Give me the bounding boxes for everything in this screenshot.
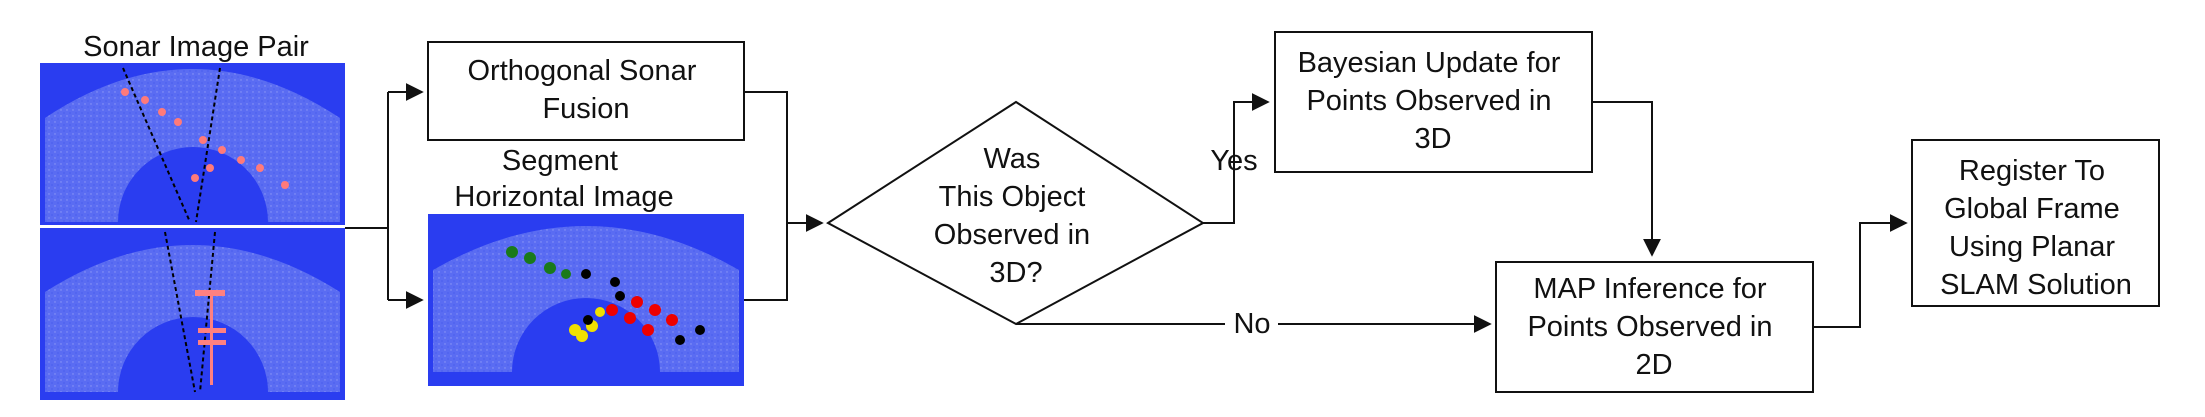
svg-text:Register To Global Frame: Register To Global Frame Using Planar SL… xyxy=(1940,155,2132,301)
register-line-2: Global Frame xyxy=(1944,193,2120,225)
decision-line-3: Observed in xyxy=(934,219,1090,251)
bayesian-box: Bayesian Update for Points Observed in 3… xyxy=(1274,31,1593,173)
svg-text:MAP Inference for Points: MAP Inference for Points Observed in 2D xyxy=(1527,273,1780,381)
yes-connector xyxy=(1203,93,1270,224)
map-to-register-connector xyxy=(1813,214,1908,328)
pair-connector xyxy=(345,83,424,309)
map-line-3: 2D xyxy=(1635,349,1672,381)
map-line-2: Points Observed in xyxy=(1527,311,1772,343)
segment-label-line-2: Horizontal Image xyxy=(454,181,673,213)
register-box: Register To Global Frame Using Planar SL… xyxy=(1911,139,2160,307)
segmented-sonar-image xyxy=(428,214,744,386)
fusion-line-2: Fusion xyxy=(542,93,629,125)
register-line-4: SLAM Solution xyxy=(1940,269,2132,301)
sonar-image-bottom xyxy=(40,228,345,400)
decision-line-2: This Object xyxy=(939,181,1086,213)
segment-label: Segment Horizontal Image xyxy=(454,145,673,213)
decision-line-4: 3D? xyxy=(989,257,1042,289)
map-line-1: MAP Inference for xyxy=(1533,273,1767,305)
yes-label: Yes xyxy=(1210,145,1257,177)
svg-text:Was This Object Ob: Was This Object Observed in 3D? xyxy=(934,143,1098,289)
decision-diamond: Was This Object Observed in 3D? xyxy=(826,100,1205,326)
sonar-image-top xyxy=(40,63,345,225)
svg-text:Orthogonal Sonar Fusion: Orthogonal Sonar Fusion xyxy=(468,55,705,125)
bayesian-to-map-connector xyxy=(1592,101,1661,257)
bayesian-line-1: Bayesian Update for xyxy=(1298,47,1561,79)
sonar-pair-label: Sonar Image Pair xyxy=(83,31,309,63)
svg-text:Bayesian Update for Poin: Bayesian Update for Points Observed in 3… xyxy=(1298,47,1569,155)
fusion-line-1: Orthogonal Sonar xyxy=(468,55,697,87)
bayesian-line-2: Points Observed in xyxy=(1306,85,1551,117)
no-label: No xyxy=(1233,308,1270,340)
decision-line-1: Was xyxy=(984,143,1041,175)
register-line-3: Using Planar xyxy=(1949,231,2115,263)
bayesian-line-3: 3D xyxy=(1414,123,1451,155)
register-line-1: Register To xyxy=(1959,155,2105,187)
map-box: MAP Inference for Points Observed in 2D xyxy=(1495,261,1814,393)
segment-label-line-1: Segment xyxy=(502,145,618,177)
fusion-box: Orthogonal Sonar Fusion xyxy=(427,41,745,141)
merge-connector xyxy=(744,91,824,301)
